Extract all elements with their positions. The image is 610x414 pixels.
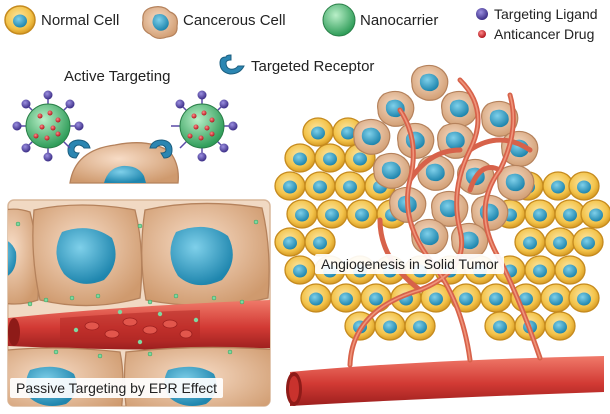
cancer-cell xyxy=(417,154,455,191)
normal-cell xyxy=(540,283,572,313)
cancer-cell xyxy=(353,118,391,155)
active-targeting-panel xyxy=(12,90,238,184)
normal-cell-icon xyxy=(4,5,36,35)
targeted-receptor-icon xyxy=(219,54,245,75)
tumor-blood-vessel xyxy=(286,356,604,406)
cancer-cell xyxy=(373,152,411,189)
normal-cell xyxy=(334,171,366,201)
anticancer-drug-icon xyxy=(478,30,486,38)
normal-cell xyxy=(524,199,556,229)
normal-cell xyxy=(554,255,586,285)
cancer-cell xyxy=(497,164,535,201)
angiogenesis-title: Angiogenesis in Solid Tumor xyxy=(315,254,505,274)
receptor-left xyxy=(67,139,91,159)
nanocarrier-left xyxy=(12,90,84,162)
angiogenic-capillaries-highlight xyxy=(349,79,541,366)
normal-cell xyxy=(330,283,362,313)
nanocarrier-right xyxy=(171,90,238,162)
passive-targeting-title: Passive Targeting by EPR Effect xyxy=(10,378,224,398)
normal-cell xyxy=(304,171,336,201)
cancer-cell xyxy=(437,122,475,159)
normal-cell xyxy=(360,283,392,313)
normal-cell xyxy=(316,199,348,229)
normal-cell xyxy=(274,171,306,201)
legend-targeting-ligand-label: Targeting Ligand xyxy=(494,6,598,22)
legend-cancerous-cell-label: Cancerous Cell xyxy=(183,12,286,29)
normal-cell xyxy=(568,283,600,313)
normal-cell xyxy=(284,143,316,173)
solid-tumor-panel xyxy=(274,64,610,406)
normal-cell xyxy=(404,311,436,341)
normal-cell xyxy=(374,311,406,341)
normal-cell xyxy=(346,199,378,229)
normal-cell xyxy=(484,311,516,341)
normal-cell xyxy=(544,311,576,341)
targeting-ligand-icon xyxy=(476,8,488,20)
normal-cell xyxy=(314,143,346,173)
cancer-cell xyxy=(411,64,449,101)
normal-cell xyxy=(302,117,334,147)
normal-cell xyxy=(568,171,600,201)
normal-cell xyxy=(524,255,556,285)
legend xyxy=(4,3,488,75)
normal-cell xyxy=(274,227,306,257)
normal-cell xyxy=(304,227,336,257)
normal-cell xyxy=(580,199,610,229)
leaky-blood-vessel xyxy=(8,300,270,350)
legend-targeted-receptor-label: Targeted Receptor xyxy=(251,58,375,75)
passive-cells-top xyxy=(8,202,270,307)
normal-cell xyxy=(300,283,332,313)
normal-cell xyxy=(572,227,604,257)
active-targeting-title: Active Targeting xyxy=(64,68,171,85)
receptor-right xyxy=(149,139,173,159)
target-cell xyxy=(69,142,179,184)
normal-cell xyxy=(514,227,546,257)
legend-anticancer-drug-label: Anticancer Drug xyxy=(494,26,595,42)
extravasated-nanoparticles xyxy=(15,219,259,359)
normal-cell xyxy=(544,227,576,257)
legend-nanocarrier-label: Nanocarrier xyxy=(360,12,439,29)
cancer-cell-cluster xyxy=(353,64,539,259)
nanocarrier-icon xyxy=(322,3,356,37)
cancerous-cell-icon xyxy=(142,6,178,40)
normal-cell xyxy=(284,255,316,285)
legend-normal-cell-label: Normal Cell xyxy=(41,12,120,29)
normal-cell xyxy=(286,199,318,229)
normal-cell xyxy=(480,283,512,313)
